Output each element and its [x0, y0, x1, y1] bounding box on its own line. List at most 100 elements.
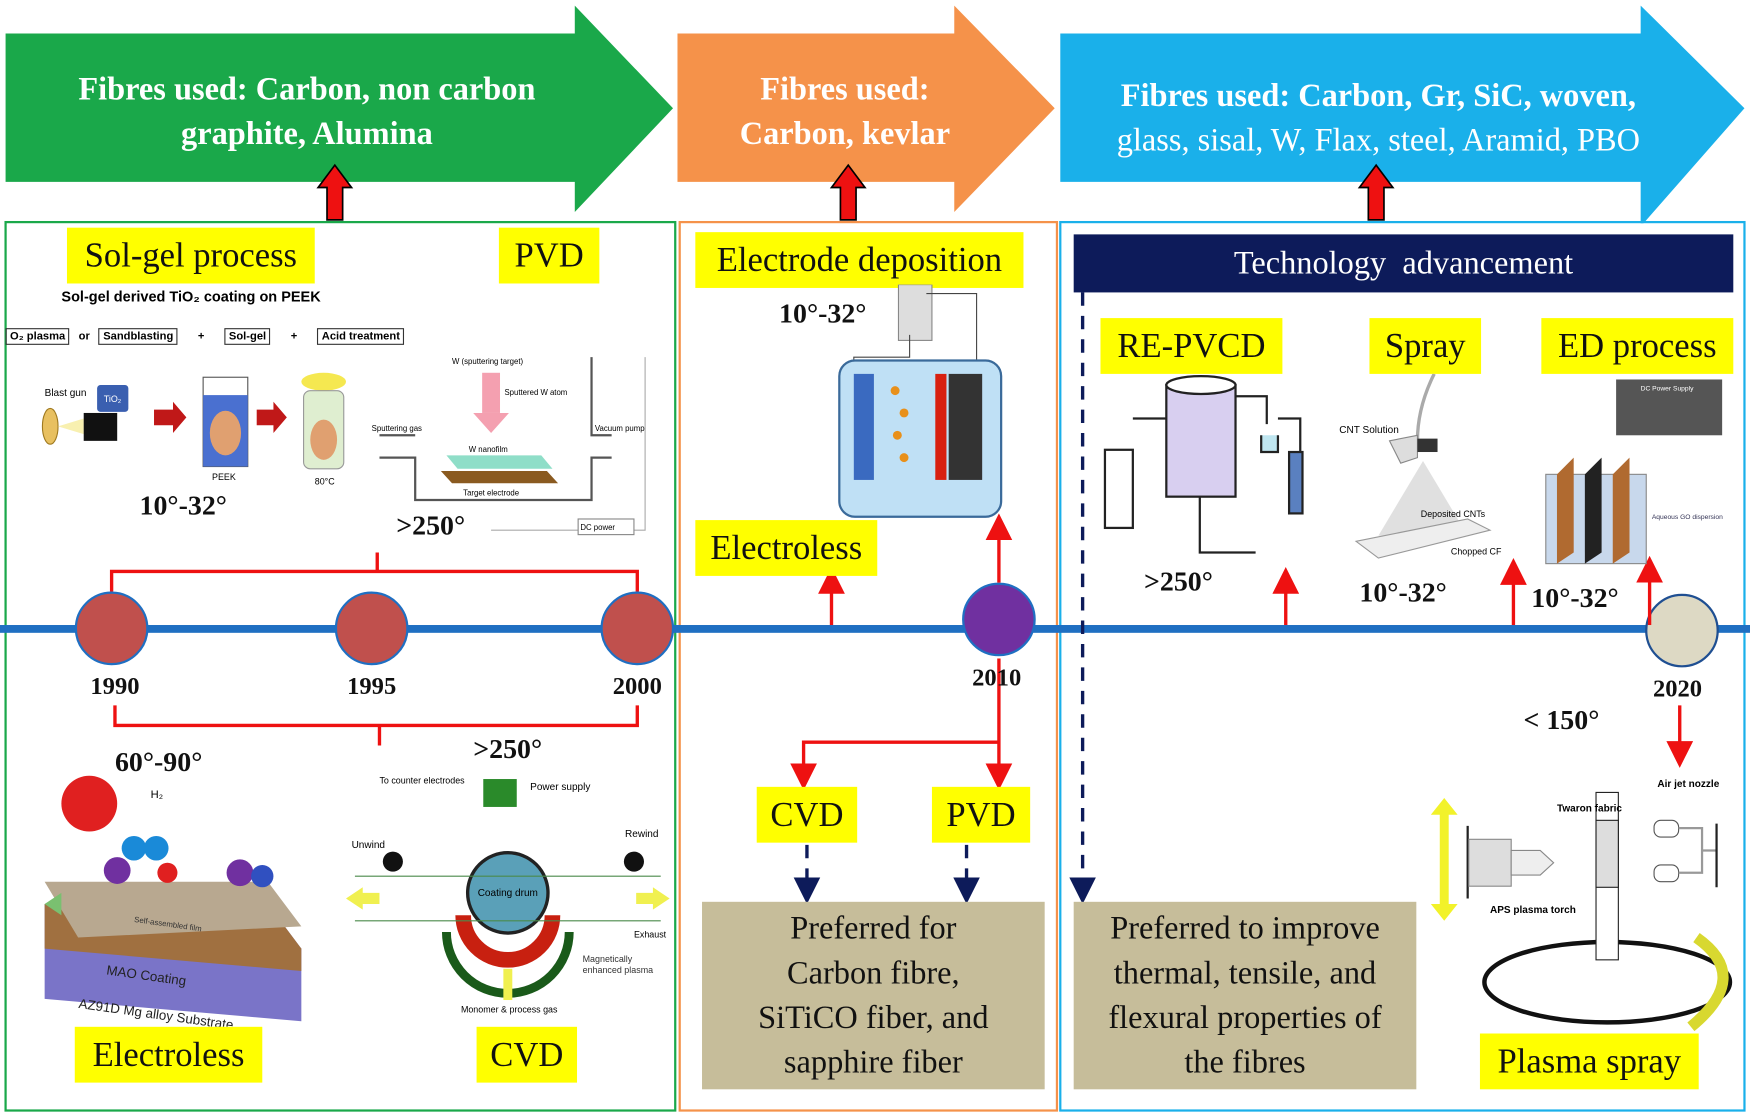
year-2000: 2000	[612, 671, 662, 700]
temp-electroless-1: 60°-90°	[114, 747, 203, 778]
note-line: thermal, tensile, and	[1113, 955, 1377, 992]
note-preferred-improve: Preferred to improve thermal, tensile, a…	[1073, 901, 1417, 1090]
step-box: Acid treatment	[317, 328, 405, 345]
blast-gun-icon: Blast gun TiO₂	[41, 385, 129, 445]
header-arrows	[5, 5, 1745, 224]
blast-gun-label: Blast gun	[45, 388, 87, 399]
header-text-line: glass, sisal, W, Flax, steel, Aramid, PB…	[1116, 122, 1641, 159]
temp-plasma: < 150°	[1523, 705, 1600, 736]
dc-power-label: DC power	[580, 523, 615, 532]
milestone-1990	[74, 591, 149, 666]
label-ed-process: ED process	[1541, 318, 1734, 374]
deposited-cnts-label: Deposited CNTs	[1421, 509, 1486, 519]
note-preferred-carbon: Preferred for Carbon fibre, SiTiCO fiber…	[702, 901, 1045, 1090]
dc-supply-label: DC Power Supply	[1641, 386, 1694, 393]
air-jet-nozzle-icon: Air jet nozzle	[1653, 779, 1720, 888]
magnetically-enhanced-plasma-label: Magnetically enhanced plasma	[582, 954, 654, 976]
step-box: Sandblasting	[98, 328, 178, 345]
panel-2010	[678, 220, 1059, 1112]
note-line: Preferred to improve	[1110, 910, 1380, 947]
target-electrode-label: Target electrode	[463, 489, 519, 498]
label-plasma-spray: Plasma spray	[1479, 1033, 1699, 1090]
aps-torch-label: APS plasma torch	[1490, 905, 1576, 916]
electroless-substrate-icon: Self-assembled film MAO Coating AZ91D Mg…	[44, 775, 302, 1027]
panel-1990-2000	[4, 220, 677, 1112]
peek-label: PEEK	[212, 472, 236, 482]
unwind-label: Unwind	[352, 840, 385, 851]
process-arrow-icon	[256, 401, 287, 434]
milestone-2000	[600, 591, 675, 666]
sputtering-gas-label: Sputtering gas	[372, 424, 422, 433]
tio2-label: TiO₂	[104, 394, 122, 404]
navy-dashed-arrows	[793, 292, 1097, 905]
temp-electrode: 10°-32°	[779, 299, 867, 330]
red-up-arrow-icon	[316, 163, 1395, 221]
step-box: O₂ plasma	[5, 328, 70, 345]
cnt-solution-label: CNT Solution	[1339, 425, 1398, 436]
note-line: the fibres	[1184, 1044, 1306, 1081]
header-text-line: Fibres used: Carbon, Gr, SiC, woven,	[1120, 78, 1636, 114]
bracket-top	[109, 552, 639, 592]
twaron-label: Twaron fabric	[1557, 803, 1622, 814]
w-nanofilm-label: W nanofilm	[469, 445, 508, 454]
vial-icon: 80°C	[301, 372, 346, 486]
plasma-spray-illustration: APS plasma torch Twaron fabric Air jet n…	[1430, 779, 1733, 1032]
note-line: Carbon fibre,	[787, 955, 960, 992]
sputtered-atom-label: Sputtered W atom	[504, 388, 567, 397]
temp-solgel: 10°-32°	[139, 491, 227, 522]
year-2010: 2010	[972, 662, 1022, 691]
label-re-pvcd: RE-PVCD	[1100, 318, 1283, 374]
rewind-label: Rewind	[625, 829, 658, 840]
spray-gun-icon: CNT Solution Deposited CNTs Chopped CF	[1339, 373, 1502, 559]
timeline-line	[0, 625, 1750, 633]
header-arrow-3-text: Fibres used: Carbon, Gr, SiC, woven, gla…	[1066, 74, 1691, 163]
monomer-label: Monomer & process gas	[461, 1004, 558, 1014]
year-1990: 1990	[90, 671, 140, 700]
electrode-deposition-illustration	[838, 284, 1003, 518]
label-cvd-2: CVD	[756, 786, 858, 843]
step-text: +	[197, 330, 205, 343]
year-2020: 2020	[1652, 674, 1703, 703]
label-sol-gel: Sol-gel process	[66, 227, 315, 284]
sputtering-target-label: W (sputtering target)	[452, 357, 523, 366]
header-text-line: graphite, Alumina	[181, 116, 433, 152]
note-line: Preferred for	[790, 910, 957, 947]
step-box: Sol-gel	[224, 328, 271, 345]
solgel-pvd-illustration: Blast gun TiO₂ PEEK 80°C W (sputtering t…	[41, 357, 646, 536]
plasma-torch-icon: APS plasma torch	[1466, 825, 1576, 916]
header-text-line: Carbon, kevlar	[739, 116, 951, 152]
note-line: sapphire fiber	[783, 1044, 963, 1081]
counter-electrodes-label: To counter electrodes	[379, 776, 465, 786]
header-arrow-1-text: Fibres used: Carbon, non carbon graphite…	[22, 67, 591, 156]
electroless-cvd-illustration: Self-assembled film MAO Coating AZ91D Mg…	[44, 775, 670, 1027]
milestone-1995	[334, 591, 409, 666]
temp-cvd-1: >250°	[473, 734, 543, 765]
header-text-line: Fibres used:	[760, 71, 930, 108]
technology-advancement-banner: Technology advancement	[1073, 234, 1734, 293]
beaker-icon: PEEK	[202, 376, 249, 482]
air-jet-label: Air jet nozzle	[1657, 779, 1719, 790]
process-arrow-icon	[154, 401, 187, 434]
pvd-chamber-icon: W (sputtering target) Sputtered W atom S…	[372, 357, 646, 536]
temp-ed: 10°-32°	[1531, 583, 1619, 614]
label-electrode-deposition: Electrode deposition	[695, 232, 1024, 288]
label-pvd-1: PVD	[498, 227, 600, 284]
label-spray: Spray	[1369, 318, 1482, 374]
milestone-2020	[1645, 593, 1719, 668]
year-1995: 1995	[347, 671, 397, 700]
re-pvcd-apparatus-icon	[1103, 375, 1304, 554]
note-line: SiTiCO fiber, and	[758, 1000, 989, 1036]
power-supply-label: Power supply	[530, 782, 590, 793]
label-pvd-2: PVD	[931, 786, 1031, 843]
label-electroless-1: Electroless	[74, 1026, 263, 1083]
solgel-steps: O₂ plasma or Sandblasting + Sol-gel + Ac…	[5, 328, 405, 345]
ed-cell-icon: DC Power Supply Aqueous GO dispersion	[1545, 379, 1723, 565]
panel-2020	[1059, 220, 1746, 1112]
label-electroless-2: Electroless	[695, 520, 878, 576]
temp-pvd-1: >250°	[396, 511, 466, 542]
milestone-2010	[962, 582, 1036, 657]
header-arrow-2-text: Fibres used: Carbon, kevlar	[683, 67, 1007, 156]
header-text-line: Fibres used: Carbon, non carbon	[78, 71, 536, 108]
